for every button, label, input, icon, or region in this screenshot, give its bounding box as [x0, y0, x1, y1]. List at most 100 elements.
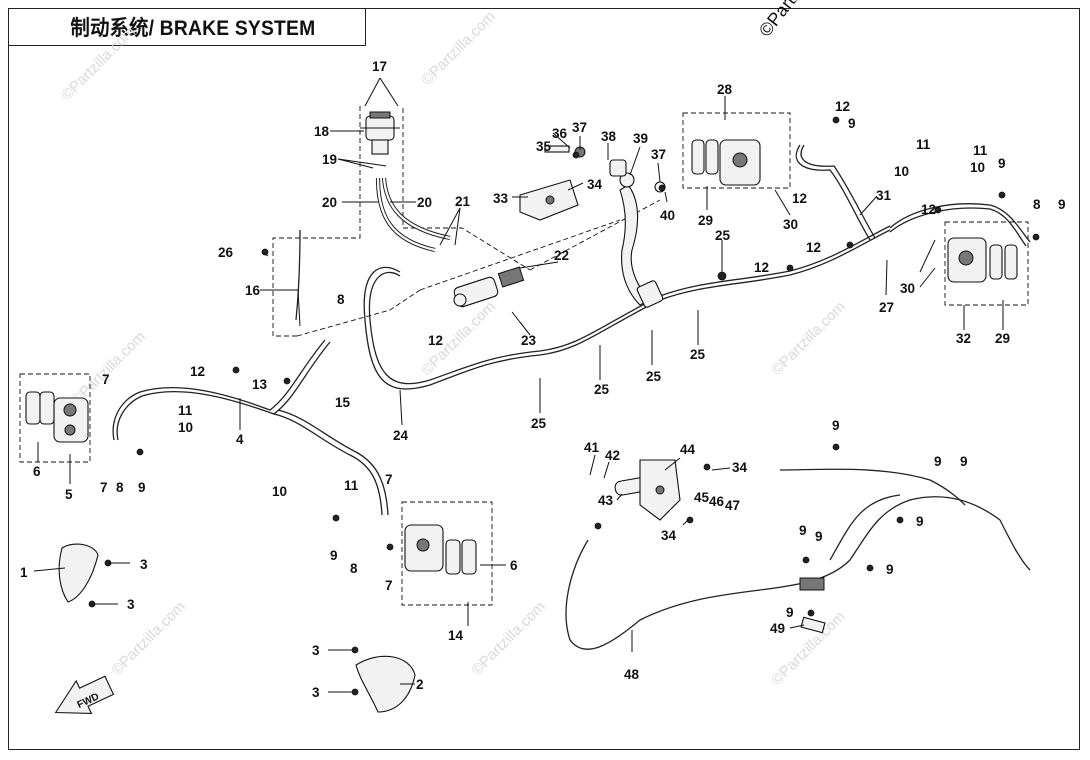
callout-label: 12	[754, 260, 769, 275]
callout-label: 25	[594, 382, 610, 397]
parking-brake-lever	[614, 459, 681, 521]
callout-label: 30	[783, 217, 798, 232]
callout-label: 49	[770, 621, 785, 636]
callout-label: 3	[127, 597, 135, 612]
callout-label: 1	[20, 565, 28, 580]
callout-label: 9	[998, 156, 1006, 171]
callout-label: 11	[916, 137, 931, 152]
callout-label: 27	[879, 300, 894, 315]
callout-label: 3	[140, 557, 148, 572]
callout-label: 11	[973, 143, 988, 158]
callout-label: 9	[916, 514, 924, 529]
callout-label: 45	[694, 490, 710, 505]
callout-label: 10	[272, 484, 287, 499]
callout-label: 9	[138, 480, 146, 495]
callout-label: 9	[799, 523, 807, 538]
callout-label: 10	[894, 164, 909, 179]
callout-label: 39	[633, 131, 648, 146]
callout-label: 44	[680, 442, 696, 457]
front-left-caliper	[25, 391, 89, 443]
callout-label: 37	[572, 120, 587, 135]
callout-label: 14	[448, 628, 464, 643]
callout-label: 15	[335, 395, 351, 410]
callout-label: 5	[65, 487, 73, 502]
callout-label: 48	[624, 667, 640, 682]
callout-label: 16	[245, 283, 261, 298]
callout-label: 25	[690, 347, 706, 362]
callout-label: 37	[651, 147, 666, 162]
disc-guards	[58, 543, 416, 713]
cable-junction	[799, 577, 826, 634]
callout-label: 9	[960, 454, 968, 469]
callout-label: 9	[886, 562, 894, 577]
front-right-caliper	[404, 524, 477, 575]
callout-label: 12	[835, 99, 850, 114]
callout-label: 2	[416, 677, 424, 692]
callout-label: 3	[312, 643, 320, 658]
callout-label: 21	[455, 194, 471, 209]
callout-label: 8	[350, 561, 358, 576]
callout-label: 25	[646, 369, 662, 384]
brake-lines	[112, 144, 1031, 650]
callout-label: 30	[900, 281, 915, 296]
callout-label: 42	[605, 448, 620, 463]
callout-label: 11	[178, 403, 193, 418]
callout-label: 12	[428, 333, 443, 348]
callout-label: 34	[661, 528, 677, 543]
callout-label: 9	[832, 418, 840, 433]
callout-label: 6	[510, 558, 518, 573]
callout-label: 7	[385, 578, 393, 593]
brake-reservoir	[360, 111, 400, 155]
diagram-frame	[8, 8, 1080, 750]
callout-label: 12	[792, 191, 807, 206]
callout-label: 32	[956, 331, 971, 346]
callout-label: 10	[970, 160, 985, 175]
callout-label: 26	[218, 245, 234, 260]
callout-label: 4	[236, 432, 244, 447]
callout-label: 6	[33, 464, 41, 479]
title-box: 制动系统/ BRAKE SYSTEM	[8, 8, 366, 46]
callout-label: 10	[178, 420, 193, 435]
callout-label: 34	[587, 177, 603, 192]
callout-label: 9	[786, 605, 794, 620]
callout-label: 31	[876, 188, 892, 203]
callout-label: 22	[554, 248, 569, 263]
callout-label: 36	[552, 126, 568, 141]
callout-label: 13	[252, 377, 268, 392]
callout-label: 9	[848, 116, 856, 131]
callout-label: 24	[393, 428, 409, 443]
callout-label: 3	[312, 685, 320, 700]
callout-label: 25	[531, 416, 547, 431]
callout-label: 34	[732, 460, 748, 475]
callout-label: 25	[715, 228, 731, 243]
callout-label: 35	[536, 139, 552, 154]
callout-label: 33	[493, 191, 509, 206]
callout-label: 7	[100, 480, 108, 495]
rear-right-caliper	[947, 237, 1018, 283]
callout-label: 12	[190, 364, 205, 379]
brake-pedal	[544, 145, 666, 308]
callout-label: 18	[314, 124, 330, 139]
callout-label: 12	[921, 202, 936, 217]
callout-label: 19	[322, 152, 337, 167]
callout-label: 43	[598, 493, 614, 508]
leader-lines	[33, 77, 1004, 693]
callout-label: 8	[1033, 197, 1041, 212]
callout-label: 9	[1058, 197, 1066, 212]
callout-label: 20	[322, 195, 337, 210]
callout-numbers: 1 3 3 3 3 2 4 5 6 6 7 7 7 7 8 8 8 8 9 9 …	[20, 59, 1066, 700]
callout-label: 9	[330, 548, 338, 563]
diagram-title: 制动系统/ BRAKE SYSTEM	[70, 16, 316, 40]
callout-label: 28	[717, 82, 733, 97]
callout-label: 8	[116, 480, 124, 495]
callout-label: 20	[417, 195, 432, 210]
callout-label: 7	[385, 472, 393, 487]
callout-label: 17	[372, 59, 387, 74]
callout-label: 41	[584, 440, 600, 455]
callout-label: 40	[660, 208, 675, 223]
callout-label: 47	[725, 498, 740, 513]
callout-label: 7	[102, 372, 110, 387]
callout-label: 8	[337, 292, 345, 307]
callout-label: 23	[521, 333, 537, 348]
